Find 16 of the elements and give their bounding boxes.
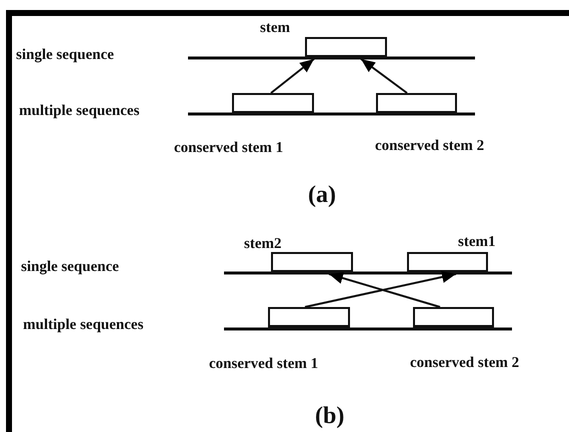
arrow	[328, 272, 440, 308]
sequence-label: single sequence	[21, 260, 119, 275]
arrow	[360, 58, 408, 94]
sequence-label: single sequence	[16, 48, 114, 63]
panel-label: (b)	[315, 404, 344, 428]
stem-label: conserved stem 1	[209, 357, 318, 372]
sequence-label: multiple sequences	[23, 318, 144, 333]
arrow	[270, 58, 315, 94]
stem-label: stem	[260, 21, 290, 36]
stem-label: conserved stem 2	[375, 139, 484, 154]
panel-label: (a)	[308, 183, 336, 207]
stem-label: conserved stem 1	[174, 141, 284, 156]
sequence-label: multiple sequences	[19, 104, 140, 119]
stem-label: conserved stem 2	[410, 356, 520, 371]
stem-label: stem1	[458, 235, 496, 250]
stem-label: stem2	[244, 237, 282, 252]
